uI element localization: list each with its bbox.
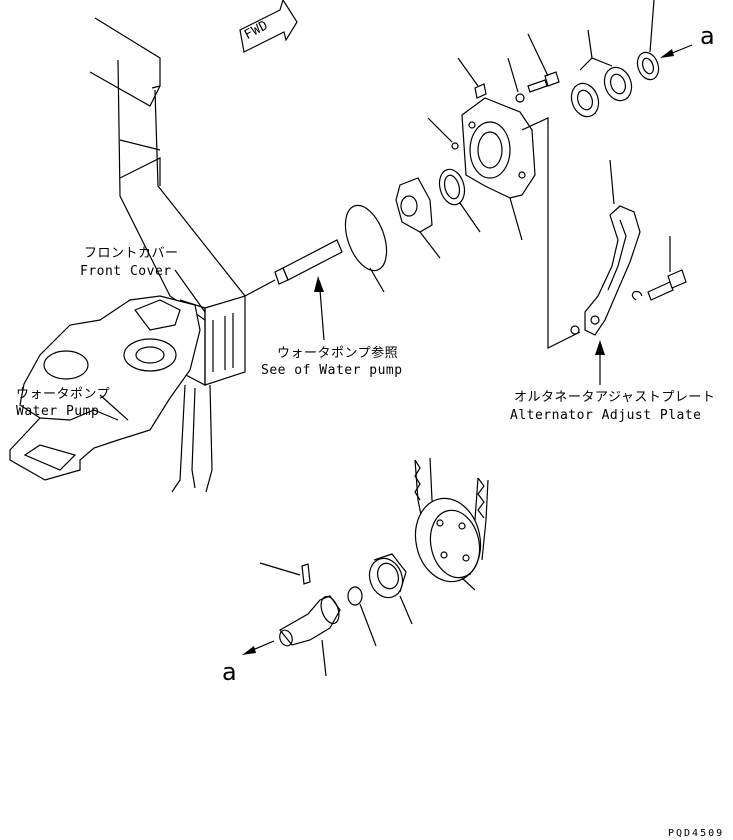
front-cover-label-jp: フロントカバー: [84, 246, 179, 261]
bolt-right: [647, 236, 687, 301]
drawing-code: PQD4509: [668, 828, 725, 839]
key: [259, 562, 311, 585]
water-pump-body: [9, 295, 201, 481]
drive-shaft: [279, 595, 341, 677]
water-pump-ref-label-jp: ウォータポンプ参照: [277, 346, 399, 361]
bracket-line: [521, 117, 581, 349]
water-pump-ref-label-en: See of Water pump: [261, 363, 403, 378]
water-pump-label-en: Water Pump: [16, 404, 100, 419]
bearing-pair: [570, 29, 633, 118]
alt-plate-label-en: Alternator Adjust Plate: [510, 408, 702, 423]
pin: [427, 117, 459, 150]
front-cover-label-en: Front Cover: [80, 264, 172, 279]
alt-plate-label-jp: オルタネータアジャストプレート: [514, 390, 716, 405]
ball-bearing: [368, 553, 413, 625]
callout-a-upper: a: [700, 22, 715, 50]
water-pump-ref-pointer-icon: [314, 276, 325, 341]
gear-nut: [395, 177, 441, 259]
front-cover-housing: [89, 17, 246, 493]
plug: [457, 57, 487, 99]
water-pump-leader: [99, 394, 129, 421]
front-cover-leader: [174, 269, 206, 313]
o-ring: [344, 204, 388, 293]
flange-housing: [461, 97, 536, 241]
washer-small: [507, 57, 525, 103]
alt-plate-pointer-icon: [595, 340, 605, 385]
seal-ring: [636, 0, 660, 81]
lower-a-arrow-icon: [242, 640, 275, 655]
alternator-adjust-plate: [570, 159, 641, 336]
fwd-arrow-icon: [239, 0, 298, 53]
bolt: [527, 33, 560, 93]
clip: [631, 290, 643, 301]
pump-shaft: [244, 239, 343, 297]
water-pump-label-jp: ウォータポンプ: [16, 387, 111, 402]
upper-a-arrow-icon: [660, 44, 693, 58]
ball: [347, 586, 377, 647]
callout-a-lower: a: [222, 658, 237, 686]
fan-pulley-with-belt: [414, 457, 489, 591]
snap-ring: [438, 168, 481, 233]
